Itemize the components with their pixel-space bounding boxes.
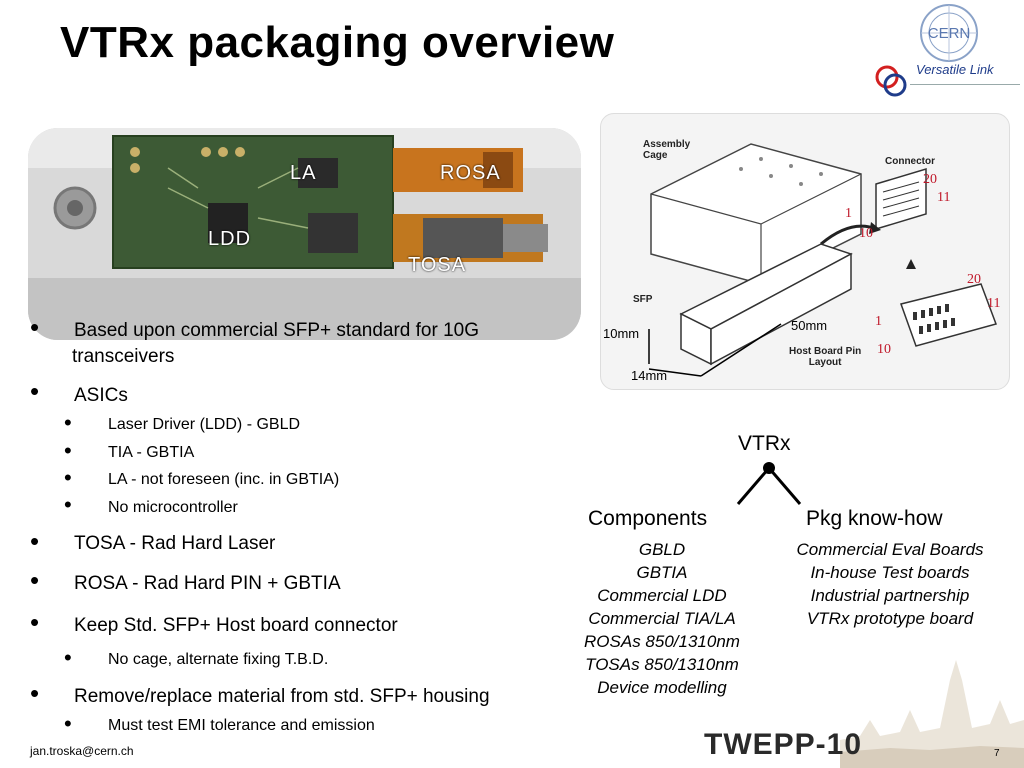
sub-bullet-tia: TIA - GBTIA bbox=[108, 444, 195, 461]
bullet-dot: • bbox=[30, 565, 40, 595]
sub-bullet-emi: Must test EMI tolerance and emission bbox=[108, 717, 375, 734]
pin-number: 10 bbox=[859, 226, 873, 241]
footer-email: jan.troska@cern.ch bbox=[30, 744, 134, 758]
sfp-label: SFP bbox=[633, 294, 653, 305]
component-item: GBLD bbox=[638, 540, 686, 559]
connector-label: Connector bbox=[885, 156, 935, 167]
sub-bullet-dot: • bbox=[64, 711, 72, 736]
component-item: Commercial LDD bbox=[597, 586, 727, 605]
bullet-dot: • bbox=[30, 678, 40, 708]
svg-text:CERN: CERN bbox=[928, 25, 971, 42]
components-list: GBLD GBTIA Commercial LDD Commercial TIA… bbox=[562, 538, 762, 699]
pin-number: 20 bbox=[923, 172, 937, 187]
tosa-label: TOSA bbox=[408, 254, 467, 276]
sub-bullet-dot: • bbox=[64, 492, 72, 517]
tree-root-vtrx: VTRx bbox=[738, 432, 791, 455]
component-item: Commercial TIA/LA bbox=[588, 609, 736, 628]
dimension-50mm: 50mm bbox=[791, 318, 828, 333]
pin-number: 10 bbox=[877, 342, 891, 357]
bullet-dot: • bbox=[30, 607, 40, 637]
pin-number: 1 bbox=[875, 314, 882, 329]
page-number: 7 bbox=[994, 748, 1000, 759]
ldd-label: LDD bbox=[208, 228, 252, 250]
pkg-item: VTRx prototype board bbox=[806, 609, 974, 628]
tree-connector bbox=[736, 462, 802, 505]
sub-bullet-dot: • bbox=[64, 645, 72, 670]
versatile-link-icon bbox=[875, 65, 907, 97]
versatile-link-label: Versatile Link bbox=[916, 62, 994, 77]
tree-head-components: Components bbox=[588, 507, 708, 530]
sub-bullet-dot: • bbox=[64, 465, 72, 490]
host-board-label: Host Board Pin Layout bbox=[789, 346, 862, 368]
tree-head-pkg: Pkg know-how bbox=[806, 507, 943, 530]
header-divider bbox=[910, 84, 1020, 85]
bullet-sfp-standard-cont: transceivers bbox=[72, 346, 175, 367]
bullet-dot: • bbox=[30, 312, 40, 342]
pcb-photo: LA ROSA LDD TOSA bbox=[28, 128, 581, 340]
pkg-list: Commercial Eval Boards In-house Test boa… bbox=[780, 538, 1000, 630]
sfp-illustration bbox=[648, 143, 997, 377]
pin-number: 11 bbox=[937, 190, 951, 205]
rosa-label: ROSA bbox=[440, 162, 501, 184]
bullet-asics: ASICs bbox=[74, 385, 128, 406]
component-item: ROSAs 850/1310nm bbox=[584, 632, 740, 651]
slide-title: VTRx packaging overview bbox=[60, 18, 615, 67]
dimension-14mm: 14mm bbox=[631, 368, 668, 383]
la-label: LA bbox=[290, 162, 317, 184]
pkg-item: Industrial partnership bbox=[810, 586, 970, 605]
assembly-cage-label: Assembly Cage bbox=[643, 139, 691, 161]
component-item: TOSAs 850/1310nm bbox=[585, 655, 739, 674]
pkg-item: Commercial Eval Boards bbox=[796, 540, 984, 559]
bullet-tosa: TOSA - Rad Hard Laser bbox=[74, 533, 276, 554]
sub-bullet-dot: • bbox=[64, 438, 72, 463]
bullet-rosa: ROSA - Rad Hard PIN + GBTIA bbox=[74, 573, 341, 594]
bullet-connector: Keep Std. SFP+ Host board connector bbox=[74, 615, 398, 636]
bullet-dot: • bbox=[30, 526, 40, 556]
sub-bullet-no-cage: No cage, alternate fixing T.B.D. bbox=[108, 651, 329, 668]
pin-number: 1 bbox=[845, 206, 852, 221]
sub-bullet-dot: • bbox=[64, 410, 72, 435]
bullet-dot: • bbox=[30, 376, 40, 406]
cern-logo: CERN bbox=[920, 4, 978, 62]
pcb-illustration bbox=[28, 128, 581, 340]
bullet-sfp-standard: Based upon commercial SFP+ standard for … bbox=[74, 320, 480, 341]
pin-number: 11 bbox=[987, 296, 1001, 311]
dimension-10mm: 10mm bbox=[603, 326, 640, 341]
city-skyline-image bbox=[840, 660, 1024, 768]
bullet-housing: Remove/replace material from std. SFP+ h… bbox=[74, 686, 490, 707]
twepp-logo: TWEPP-10 bbox=[704, 728, 863, 761]
pkg-item: In-house Test boards bbox=[810, 563, 970, 582]
sub-bullet-la: LA - not foreseen (inc. in GBTIA) bbox=[108, 471, 340, 488]
sfp-drawing: Assembly Cage Connector SFP Host Board P… bbox=[600, 113, 1010, 390]
sub-bullet-ldd: Laser Driver (LDD) - GBLD bbox=[108, 416, 301, 433]
sub-bullet-micro: No microcontroller bbox=[108, 499, 238, 516]
component-item: GBTIA bbox=[636, 563, 688, 582]
pin-number: 20 bbox=[967, 272, 981, 287]
component-item: Device modelling bbox=[597, 678, 727, 697]
